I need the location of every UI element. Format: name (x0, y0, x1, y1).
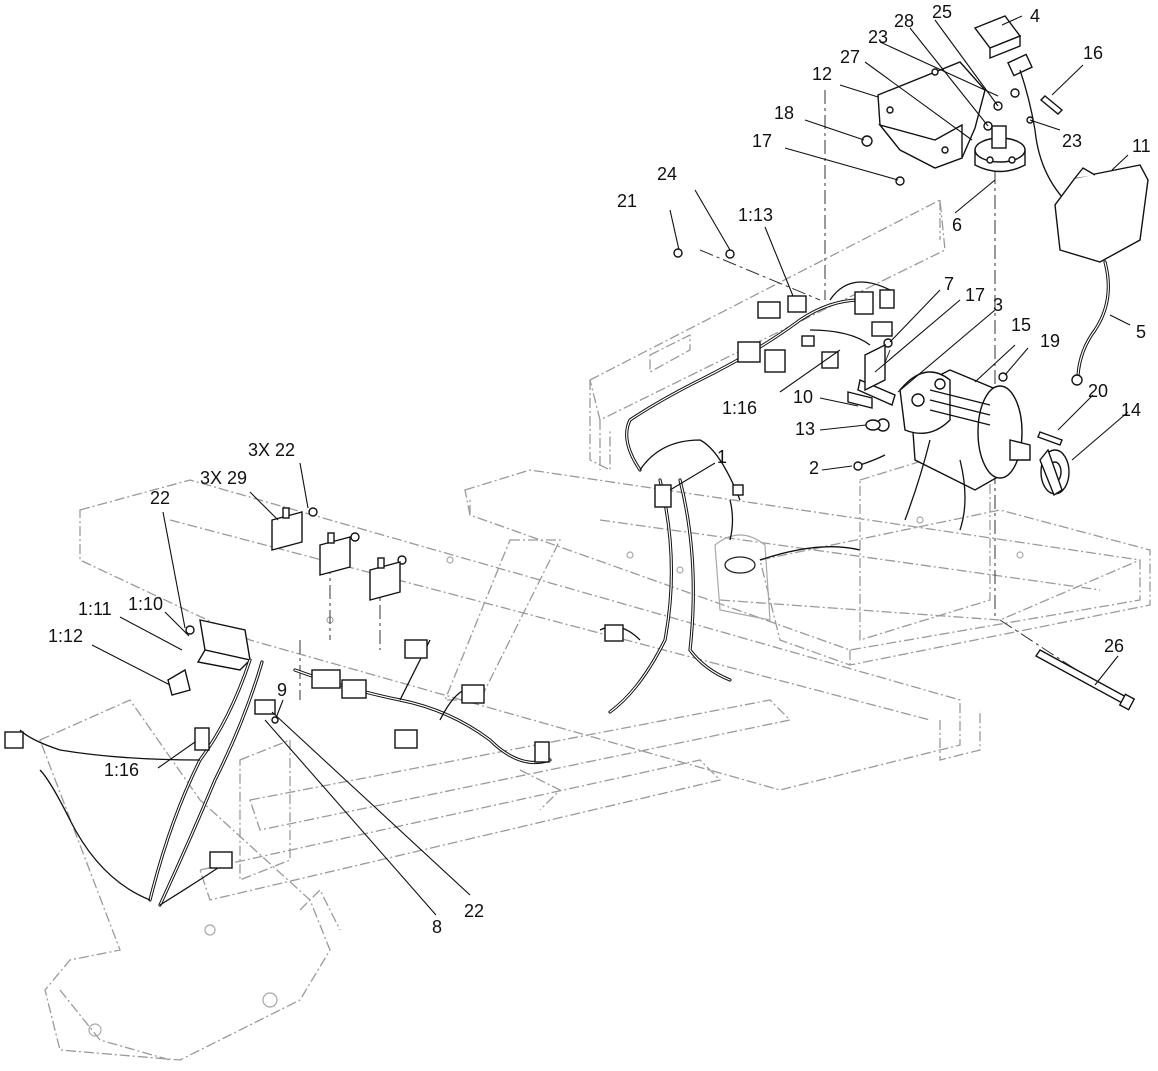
mounting-bracket-12 (877, 61, 986, 169)
callout-1-13: 1:13 (738, 205, 773, 225)
callout-2: 2 (809, 458, 819, 478)
callout-9: 9 (277, 680, 287, 700)
callout-22-left: 22 (150, 488, 170, 508)
pulley-14 (1039, 448, 1070, 497)
callout-23-top: 23 (868, 27, 888, 47)
callout-8: 8 (432, 917, 442, 937)
relays-29 (271, 507, 401, 601)
callout-15: 15 (1011, 315, 1031, 335)
callout-18: 18 (774, 103, 794, 123)
callout-23-right: 23 (1062, 131, 1082, 151)
callout-21: 21 (617, 191, 637, 211)
starter-motor-15 (899, 369, 1031, 531)
callout-14: 14 (1121, 400, 1141, 420)
leader-lines (91, 15, 1131, 916)
callout-4: 4 (1030, 6, 1040, 26)
callout-24: 24 (657, 164, 677, 184)
wiring-harness-left (4, 639, 552, 907)
terminal-boot-11 (1054, 164, 1149, 263)
callout-1-12: 1:12 (48, 626, 83, 646)
callout-26: 26 (1104, 636, 1124, 656)
callout-1: 1 (717, 447, 727, 467)
callout-13: 13 (795, 419, 815, 439)
callout-19: 19 (1040, 331, 1060, 351)
fuse-block-10 (167, 619, 252, 696)
callout-17-top: 17 (752, 131, 772, 151)
solenoid-6 (974, 125, 1026, 173)
callout-16: 16 (1083, 43, 1103, 63)
callout-3x-29: 3X 29 (200, 468, 247, 488)
rod-26 (1034, 649, 1136, 711)
fuse-16 (1039, 95, 1064, 115)
bolt-20 (1037, 431, 1063, 446)
callout-17-mid: 17 (965, 285, 985, 305)
bracket-7 (864, 343, 886, 392)
callout-1-11: 1:11 (78, 599, 112, 619)
callout-3x-22: 3X 22 (248, 440, 295, 460)
callout-25: 25 (932, 2, 952, 22)
callout-27: 27 (840, 47, 860, 67)
callout-6: 6 (952, 215, 962, 235)
callout-12: 12 (812, 64, 832, 84)
callout-1-10: 1:10 (128, 594, 163, 614)
wiring-harness-1 (599, 281, 895, 714)
callout-28: 28 (894, 11, 914, 31)
battery-cable-5 (1071, 260, 1110, 386)
hardware-small (185, 88, 1034, 724)
callout-20: 20 (1088, 381, 1108, 401)
callout-labels: 4 25 28 23 27 16 12 23 18 17 11 24 21 6 … (48, 2, 1151, 937)
callout-7: 7 (944, 274, 954, 294)
callout-1-16-right: 1:16 (722, 398, 757, 418)
callout-5: 5 (1136, 322, 1146, 342)
callout-3: 3 (993, 295, 1003, 315)
callout-1-16-left: 1:16 (104, 760, 139, 780)
callout-10: 10 (793, 387, 813, 407)
relay-4 (973, 15, 1076, 211)
callout-22-bottom: 22 (464, 901, 484, 921)
callout-11: 11 (1132, 136, 1151, 156)
